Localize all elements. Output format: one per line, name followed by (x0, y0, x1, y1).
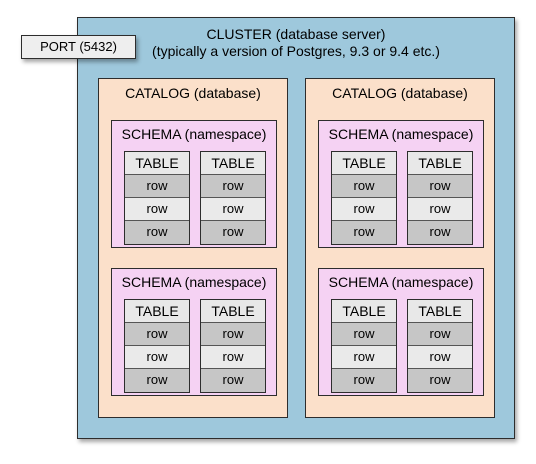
table-row: row (408, 346, 472, 369)
table-row: row (408, 198, 472, 221)
table-header: TABLE (125, 300, 189, 323)
table-row: row (201, 346, 265, 369)
table-header: TABLE (201, 152, 265, 175)
table-row: row (201, 369, 265, 392)
table-header: TABLE (201, 300, 265, 323)
table-row: row (125, 323, 189, 346)
table-box: TABLE row row row (124, 151, 190, 245)
table-box: TABLE row row row (331, 299, 397, 393)
table-row: row (201, 221, 265, 244)
table-box: TABLE row row row (200, 299, 266, 393)
table-row: row (332, 369, 396, 392)
schema-label: SCHEMA (namespace) (121, 274, 267, 290)
table-row: row (125, 346, 189, 369)
schema-box: SCHEMA (namespace) TABLE row row row TAB… (318, 120, 484, 248)
table-row: row (125, 369, 189, 392)
port-box: PORT (5432) (21, 35, 136, 59)
catalog-box: CATALOG (database) SCHEMA (namespace) TA… (305, 78, 495, 418)
cluster-title-line2: (typically a version of Postgres, 9.3 or… (152, 43, 440, 59)
table-row: row (201, 175, 265, 198)
table-row: row (201, 198, 265, 221)
cluster-box: CLUSTER (database server) (typically a v… (77, 17, 515, 439)
table-header: TABLE (332, 300, 396, 323)
schema-label: SCHEMA (namespace) (121, 126, 267, 142)
schema-box: SCHEMA (namespace) TABLE row row row TAB… (318, 268, 484, 396)
table-row: row (332, 198, 396, 221)
schema-label: SCHEMA (namespace) (328, 274, 474, 290)
table-box: TABLE row row row (124, 299, 190, 393)
cluster-title-line1: CLUSTER (database server) (206, 26, 386, 42)
table-row: row (332, 221, 396, 244)
catalog-label: CATALOG (database) (332, 85, 468, 101)
table-row: row (332, 346, 396, 369)
table-header: TABLE (408, 300, 472, 323)
table-row: row (408, 323, 472, 346)
table-header: TABLE (408, 152, 472, 175)
table-header: TABLE (125, 152, 189, 175)
table-row: row (125, 221, 189, 244)
schema-label: SCHEMA (namespace) (328, 126, 474, 142)
table-row: row (125, 198, 189, 221)
schema-box: SCHEMA (namespace) TABLE row row row TAB… (111, 268, 277, 396)
table-box: TABLE row row row (331, 151, 397, 245)
catalog-label: CATALOG (database) (125, 85, 261, 101)
table-row: row (332, 175, 396, 198)
table-row: row (201, 323, 265, 346)
table-box: TABLE row row row (407, 151, 473, 245)
cluster-title: CLUSTER (database server) (typically a v… (78, 26, 514, 60)
table-row: row (408, 175, 472, 198)
table-row: row (332, 323, 396, 346)
table-row: row (125, 175, 189, 198)
table-box: TABLE row row row (407, 299, 473, 393)
catalog-box: CATALOG (database) SCHEMA (namespace) TA… (98, 78, 288, 418)
table-header: TABLE (332, 152, 396, 175)
schema-box: SCHEMA (namespace) TABLE row row row TAB… (111, 120, 277, 248)
table-box: TABLE row row row (200, 151, 266, 245)
table-row: row (408, 221, 472, 244)
table-row: row (408, 369, 472, 392)
